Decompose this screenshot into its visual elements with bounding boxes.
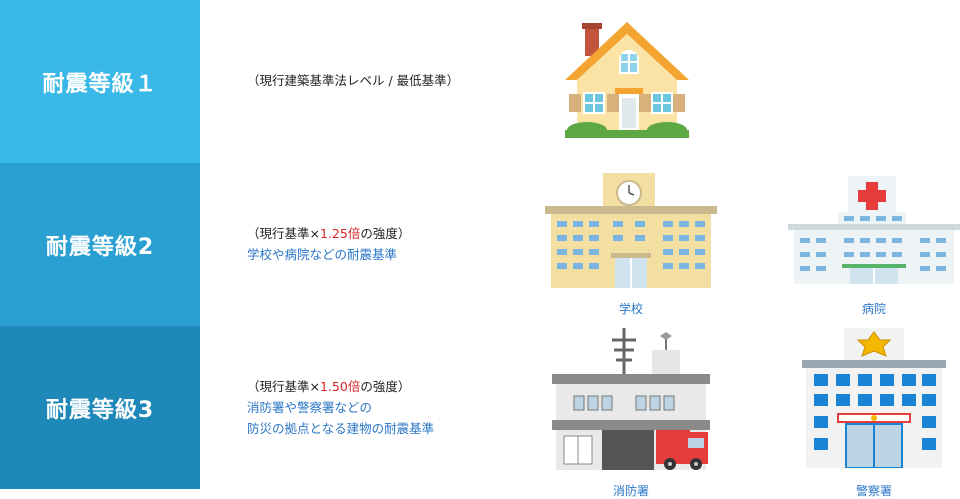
school-illustration (545, 173, 717, 288)
grade-1-label: 耐震等級１ (42, 71, 158, 97)
grade-3-label: 耐震等級3 (45, 397, 155, 423)
hospital-caption: 病院 (861, 302, 886, 316)
school-caption: 学校 (618, 302, 643, 316)
grade-3-line-3: 防災の拠点となる建物の耐震基準 (247, 421, 435, 436)
grade-2-description: （現行基準×1.25倍の強度） 学校や病院などの耐震基準 (247, 223, 410, 265)
fire-station-caption: 消防署 (612, 484, 649, 498)
grade-1-band: 耐震等級１ (0, 0, 200, 163)
police-station-caption: 警察署 (855, 484, 892, 498)
house-illustration (565, 22, 689, 138)
grade-3-description: （現行基準×1.50倍の強度） 消防署や警察署などの 防災の拠点となる建物の耐震… (247, 376, 434, 439)
grade-1-line-1: （現行建築基準法レベル / 最低基準） (247, 73, 460, 88)
grade-2-label: 耐震等級2 (45, 234, 155, 260)
grade-2-line-2: 学校や病院などの耐震基準 (247, 247, 398, 262)
fire-station-illustration (552, 328, 710, 470)
grade-3-line-1: （現行基準×1.50倍の強度） (247, 379, 411, 394)
grade-2-line-1: （現行基準×1.25倍の強度） (247, 226, 411, 241)
hospital-illustration (788, 176, 960, 284)
police-station-illustration (802, 328, 946, 468)
grade-3-band: 耐震等級3 (0, 326, 200, 489)
grade-1-description: （現行建築基準法レベル / 最低基準） (247, 70, 459, 91)
grade-3-line-2: 消防署や警察署などの (247, 400, 373, 415)
grade-2-band: 耐震等級2 (0, 163, 200, 326)
